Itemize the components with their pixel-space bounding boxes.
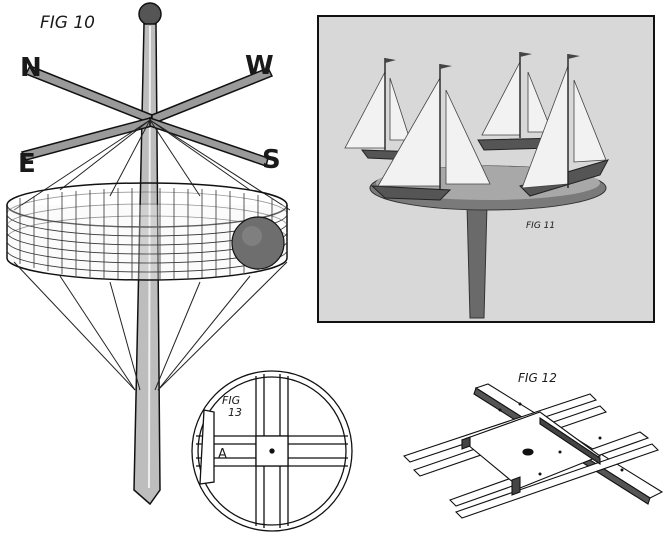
photo-sails bbox=[344, 61, 607, 189]
direction-south-letter: S bbox=[262, 145, 281, 175]
fig10-caption: FIG 10 bbox=[40, 13, 95, 33]
fig13-caption-line1: FIG bbox=[222, 394, 240, 407]
fig12-caption: FIG 12 bbox=[518, 371, 557, 385]
fig10-weather-vane: FIG 10 N W E S bbox=[6, 2, 291, 506]
fig13-caption-line2: 13 bbox=[228, 406, 242, 419]
basket-guy-wires bbox=[13, 261, 288, 391]
vane-arms bbox=[20, 65, 274, 167]
mesh-basket bbox=[6, 182, 288, 281]
fig11-boat-photo: FIG 11 bbox=[317, 15, 655, 323]
direction-east-letter: E bbox=[18, 149, 36, 179]
fig13-circular-frame: FIG 13 A bbox=[191, 370, 353, 532]
direction-north-letter: N bbox=[20, 53, 42, 83]
fig13-part-a-label: A bbox=[218, 447, 227, 462]
fig12-rail-assembly: FIG 12 bbox=[402, 371, 664, 519]
fig11-caption: FIG 11 bbox=[526, 221, 555, 231]
fig13-part-a-block bbox=[199, 409, 215, 485]
photo-post bbox=[466, 204, 488, 319]
vane-pole bbox=[133, 23, 161, 506]
vane-top-ball bbox=[138, 2, 162, 26]
direction-west-letter: W bbox=[245, 51, 274, 81]
photo-masts bbox=[384, 52, 569, 190]
